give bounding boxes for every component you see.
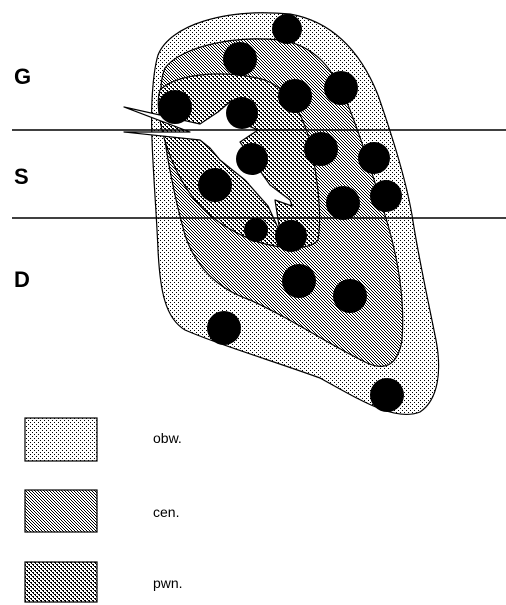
marker — [326, 186, 360, 220]
marker — [278, 79, 312, 113]
marker — [333, 279, 367, 313]
marker — [358, 142, 390, 174]
legend-label-cen: cen. — [153, 504, 179, 520]
zone-label-bottom: D — [14, 267, 30, 292]
zone-label-top: G — [14, 64, 31, 89]
marker — [223, 42, 257, 76]
marker — [370, 180, 402, 212]
marker — [370, 378, 404, 412]
legend-label-pwn: pwn. — [153, 575, 183, 591]
marker — [244, 218, 268, 242]
legend-label-obw: obw. — [153, 430, 182, 446]
marker — [272, 14, 302, 44]
legend: obw. cen. pwn. — [25, 418, 183, 602]
marker — [198, 168, 232, 202]
marker — [282, 264, 316, 298]
zone-label-middle: S — [14, 164, 29, 189]
marker — [324, 71, 358, 105]
marker — [226, 97, 258, 129]
legend-swatch-cen — [25, 490, 97, 532]
marker — [207, 311, 241, 345]
legend-swatch-pwn — [25, 562, 97, 602]
marker — [275, 220, 307, 252]
marker — [236, 143, 268, 175]
marker — [158, 90, 192, 124]
marker — [304, 132, 338, 166]
legend-swatch-obw — [25, 418, 97, 461]
